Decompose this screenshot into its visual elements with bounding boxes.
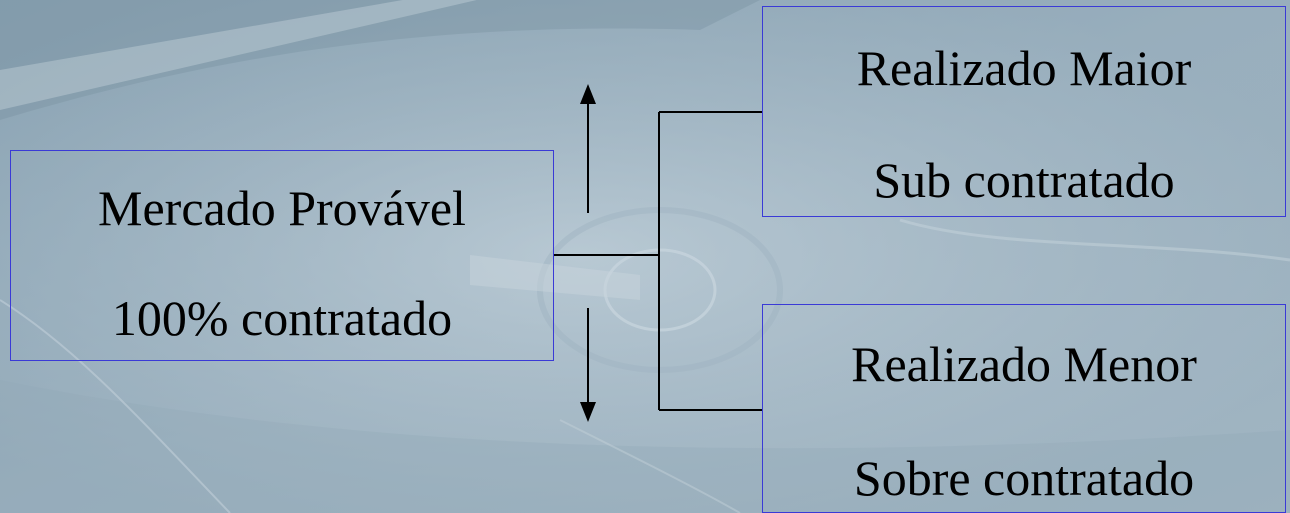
node-maior-title: Realizado Maior xyxy=(856,40,1192,96)
node-maior-subtitle: Sub contratado xyxy=(873,152,1175,208)
node-mercado-provavel: Mercado Provável 100% contratado xyxy=(10,150,554,361)
node-mercado-title: Mercado Provável xyxy=(98,180,466,236)
node-realizado-menor: Realizado Menor Sobre contratado xyxy=(762,304,1286,513)
node-menor-subtitle: Sobre contratado xyxy=(853,450,1195,506)
node-realizado-maior: Realizado Maior Sub contratado xyxy=(762,6,1286,217)
down-arrow-icon xyxy=(580,308,596,422)
node-mercado-subtitle: 100% contratado xyxy=(111,290,453,346)
node-menor-title: Realizado Menor xyxy=(851,336,1197,392)
up-arrow-icon xyxy=(580,84,596,213)
